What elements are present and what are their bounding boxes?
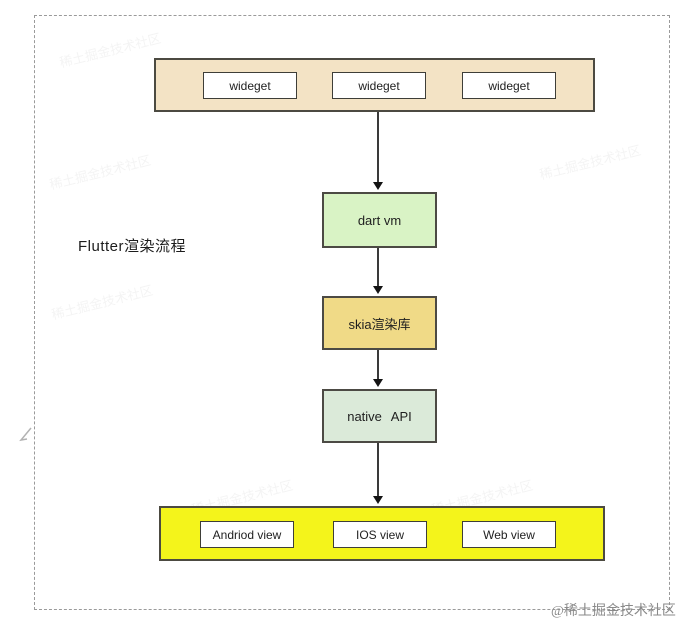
dashed-selection-frame — [34, 15, 670, 610]
cursor-artifact-icon — [19, 427, 32, 442]
brand-watermark: @稀土掘金技术社区 — [551, 604, 676, 619]
native-api-node: native API — [322, 389, 437, 443]
platform-container-node: Andriod view IOS view Web view — [159, 506, 605, 561]
skia-render-lib-node: skia渲染库 — [322, 296, 437, 350]
arrow-widgets-to-dartvm — [373, 112, 383, 190]
arrow-head-icon — [373, 286, 383, 294]
diagram-title: Flutter渲染流程 — [78, 238, 187, 255]
arrow-skia-to-native — [373, 350, 383, 387]
arrow-line — [377, 350, 379, 379]
web-view-node: Web view — [462, 521, 556, 548]
ios-view-node: IOS view — [333, 521, 427, 548]
widget-node: wideget — [462, 72, 556, 99]
arrow-line — [377, 443, 379, 496]
widget-node: wideget — [332, 72, 426, 99]
arrow-line — [377, 112, 379, 182]
arrow-head-icon — [373, 182, 383, 190]
arrow-native-to-platforms — [373, 443, 383, 504]
widget-container-node: wideget wideget wideget — [154, 58, 595, 112]
dart-vm-node: dart vm — [322, 192, 437, 248]
arrow-line — [377, 248, 379, 286]
widget-node: wideget — [203, 72, 297, 99]
android-view-node: Andriod view — [200, 521, 294, 548]
arrow-head-icon — [373, 379, 383, 387]
arrow-dartvm-to-skia — [373, 248, 383, 294]
arrow-head-icon — [373, 496, 383, 504]
